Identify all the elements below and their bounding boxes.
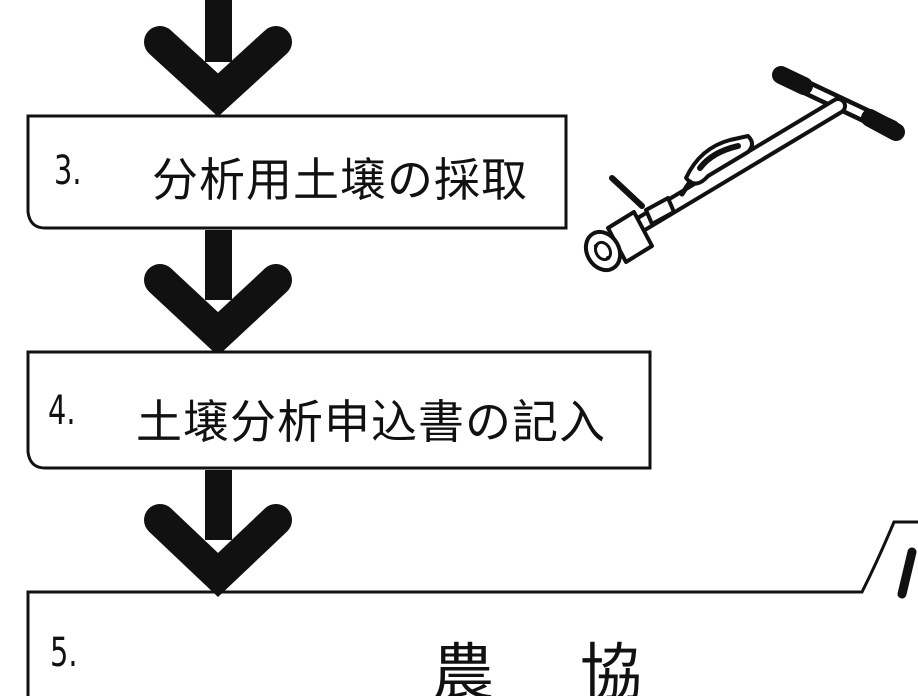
step-3-label: 分析用土壌の採取	[152, 153, 528, 207]
step-box-5	[26, 520, 918, 696]
step-5-label-char-2: 協	[580, 636, 643, 696]
step-4-label: 土壌分析申込書の記入	[136, 395, 606, 449]
step-5-label-char-1: 農	[432, 636, 495, 696]
step-box-3	[26, 114, 568, 230]
flow-arrow-3	[144, 470, 292, 598]
box-5-edge-mark	[897, 547, 917, 599]
flow-arrow-1	[144, 0, 292, 117]
soil-sampler-tool-icon	[583, 66, 905, 273]
step-4-number: 4.	[48, 388, 76, 434]
step-box-4	[26, 350, 652, 470]
step-3-number: 3.	[54, 148, 82, 194]
flow-arrow-2	[144, 230, 292, 356]
step-5-number: 5.	[50, 630, 78, 676]
